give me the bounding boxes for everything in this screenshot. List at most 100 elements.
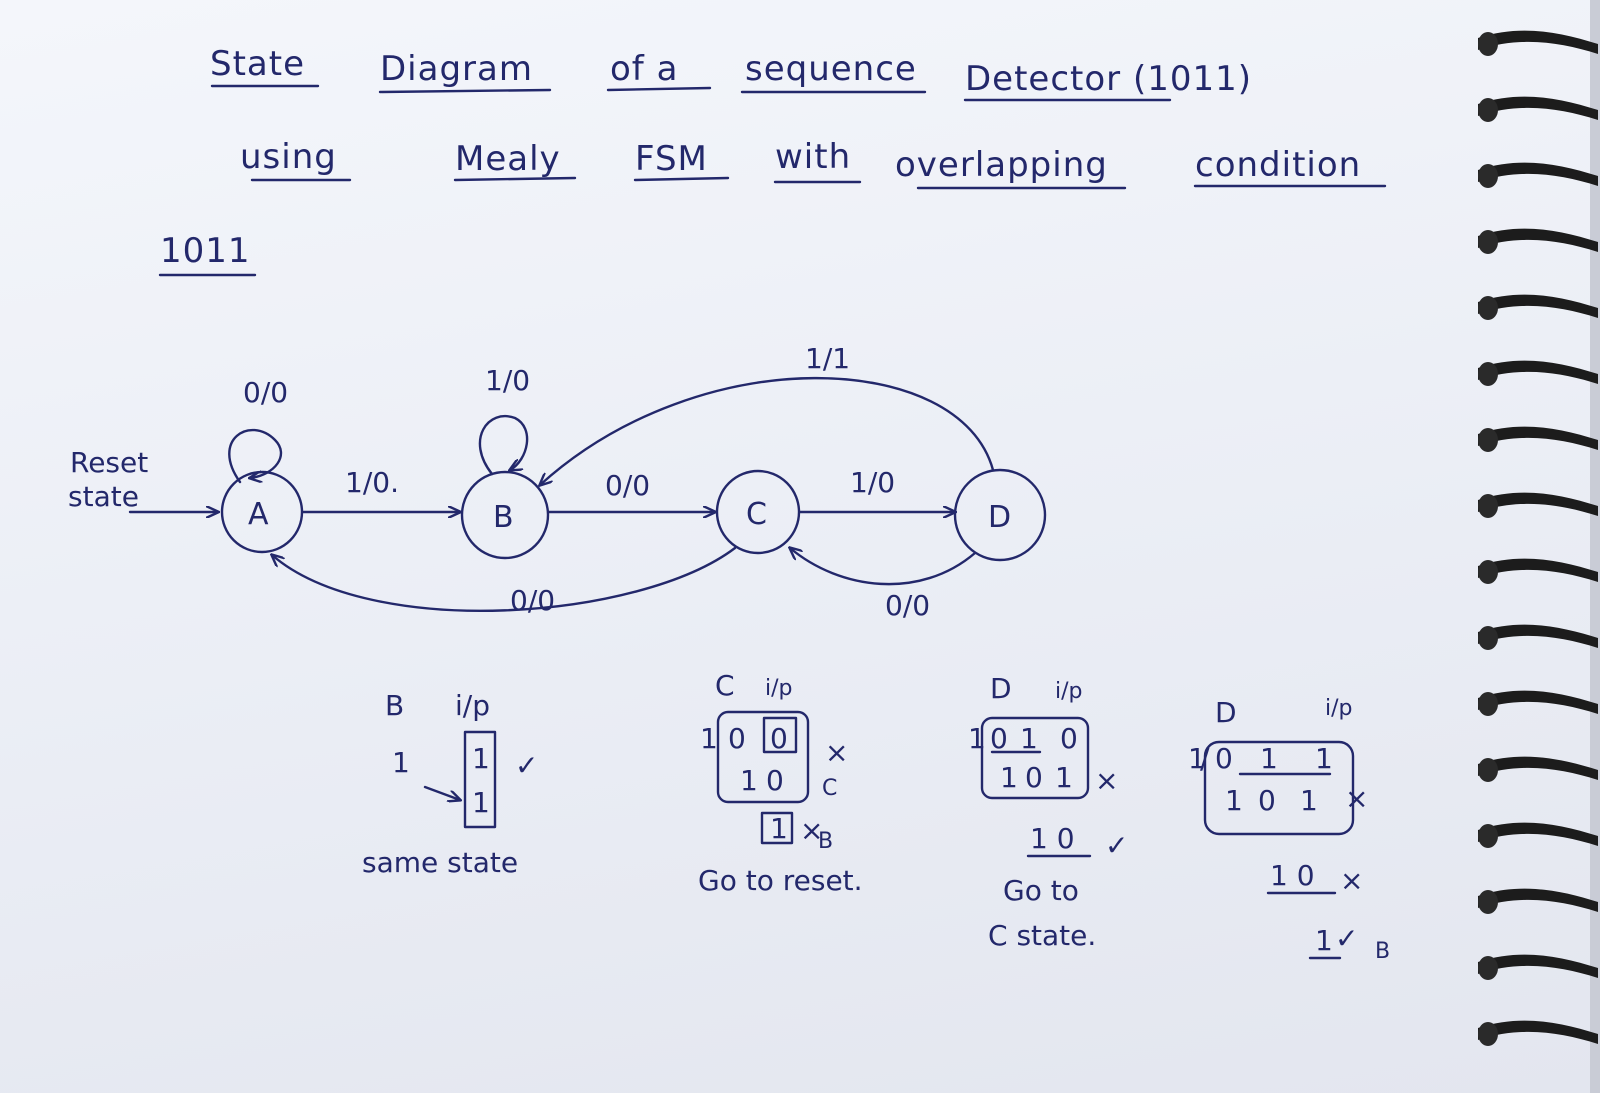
analysis-c-ip: i/p	[765, 676, 793, 701]
analysis-d2-r1-1: /	[1200, 742, 1210, 775]
binding-ring	[1478, 822, 1598, 846]
analysis-d2: D i/p 1 / 0 1 1 1 0 1 × 1 0 × 1 ✓ B	[1188, 696, 1390, 964]
analysis-d1-state: D	[990, 672, 1012, 705]
binding-ring	[1478, 30, 1598, 54]
analysis-d1-last-mark: ✓	[1105, 829, 1128, 862]
analysis-c-r1-1: 0	[728, 722, 746, 755]
analysis-c-r2-1: 0	[766, 764, 784, 797]
state-c-label: C	[746, 497, 767, 532]
binding-hole	[1478, 98, 1498, 122]
label-a-b: 1/0.	[345, 466, 399, 499]
title-word-diagram: Diagram	[380, 49, 533, 89]
reset-label-line2: state	[68, 480, 139, 513]
analysis-c-note: Go to reset.	[698, 864, 863, 897]
underline	[453, 176, 577, 182]
analysis-b-box-top: 1	[472, 742, 490, 775]
binding-hole	[1478, 956, 1498, 980]
sequence-label: 1011	[160, 231, 251, 271]
analysis-d1-last: 1 0	[1030, 822, 1075, 855]
analysis-d1-r2-2: 1	[1055, 761, 1073, 794]
binding-hole	[1478, 758, 1498, 782]
analysis-d1-ip: i/p	[1055, 679, 1083, 704]
analysis-d1: D i/p 1 0 1 0 1 0 1 × 1 0 ✓ Go to C stat…	[968, 672, 1128, 952]
binding-ring	[1478, 624, 1598, 648]
transition-c-a	[272, 546, 737, 612]
analysis-c-last-mark: ×	[800, 814, 823, 847]
binding-hole	[1478, 890, 1498, 914]
binding-ring	[1478, 756, 1598, 780]
binding-ring	[1478, 96, 1598, 120]
title-word-using: using	[240, 137, 337, 177]
analysis-d2-line4: 1	[1315, 924, 1333, 957]
binding-ring	[1478, 954, 1598, 978]
binding-ring	[1478, 162, 1598, 186]
title-line-1: State Diagram of a sequence Detector (10…	[210, 44, 1252, 102]
transition-d-c	[790, 548, 977, 586]
title-word-mealy: Mealy	[455, 139, 561, 179]
label-d-c: 0/0	[885, 589, 930, 622]
reset-label-line1: Reset	[70, 446, 148, 479]
analysis-c-last-box	[760, 811, 794, 845]
analysis-c-last-sub: B	[818, 829, 833, 854]
title-word-detector: Detector (1011)	[965, 59, 1252, 99]
analysis-d2-r1-4: 1	[1315, 742, 1333, 775]
analysis-d2-r1-2: 0	[1215, 742, 1233, 775]
label-d-b: 1/1	[805, 342, 850, 375]
analysis-b-state: B	[385, 689, 404, 722]
analysis-d1-box	[980, 716, 1090, 800]
analysis-c-r1-highlight	[762, 716, 798, 754]
title-word-condition: condition	[1195, 145, 1361, 185]
analysis-b-input: 1	[392, 746, 410, 779]
analysis-c: C i/p 1 0 0 1 0 × C 1 × B Go to reset.	[698, 669, 863, 897]
analysis-c-state: C	[715, 669, 735, 702]
analysis-d2-line4-mark: ✓	[1335, 922, 1358, 955]
state-b: B	[460, 470, 550, 560]
analysis-d2-r2-2: 1	[1300, 784, 1318, 817]
binding-ring	[1478, 492, 1598, 516]
state-d: D	[953, 468, 1047, 562]
label-a-self: 0/0	[243, 376, 288, 409]
label-b-self: 1/0	[485, 364, 530, 397]
transition-b-self	[478, 415, 529, 476]
binding-hole	[1478, 626, 1498, 650]
analysis-b-arrow	[423, 785, 460, 800]
transition-a-self	[228, 428, 282, 482]
binding-hole	[1478, 692, 1498, 716]
analysis-d2-line3-mark: ×	[1340, 864, 1363, 897]
analysis-d2-ip: i/p	[1325, 696, 1353, 721]
binding-ring	[1478, 360, 1598, 384]
analysis-d1-r1-2: 1	[1020, 722, 1038, 755]
analysis-d2-r2-1: 0	[1258, 784, 1276, 817]
binding-hole	[1478, 296, 1498, 320]
binding-ring	[1478, 426, 1598, 450]
analysis-d2-r2-0: 1	[1225, 784, 1243, 817]
binding-hole	[1478, 230, 1498, 254]
title-word-overlapping: overlapping	[895, 145, 1108, 185]
binding-hole	[1478, 362, 1498, 386]
analysis-d2-state: D	[1215, 696, 1237, 729]
binding-hole	[1478, 560, 1498, 584]
title-word-state: State	[210, 44, 305, 84]
analysis-b-note: same state	[362, 846, 518, 879]
analysis-d1-r1-1: 0	[990, 722, 1008, 755]
underline	[378, 88, 552, 94]
label-b-c: 0/0	[605, 469, 650, 502]
analysis-d1-row-mark: ×	[1095, 764, 1118, 797]
analysis-d2-r1-0: 1	[1188, 742, 1206, 775]
analysis-d2-box	[1203, 740, 1355, 836]
binding-ring	[1478, 228, 1598, 252]
analysis-b-box-bottom: 1	[472, 786, 490, 819]
analysis-c-box	[716, 710, 810, 804]
transition-d-b	[540, 377, 995, 485]
state-b-circle	[460, 470, 550, 560]
binding-hole	[1478, 428, 1498, 452]
analysis-c-r2-0: 1	[740, 764, 758, 797]
analysis-d1-r1-0: 1	[968, 722, 986, 755]
binding-hole	[1478, 494, 1498, 518]
binding-hole	[1478, 164, 1498, 188]
title-word-sequence: sequence	[745, 49, 917, 89]
state-b-label: B	[493, 500, 514, 535]
analysis-d1-note-1: Go to	[1003, 874, 1079, 907]
analysis-d2-line3: 1 0	[1270, 859, 1315, 892]
